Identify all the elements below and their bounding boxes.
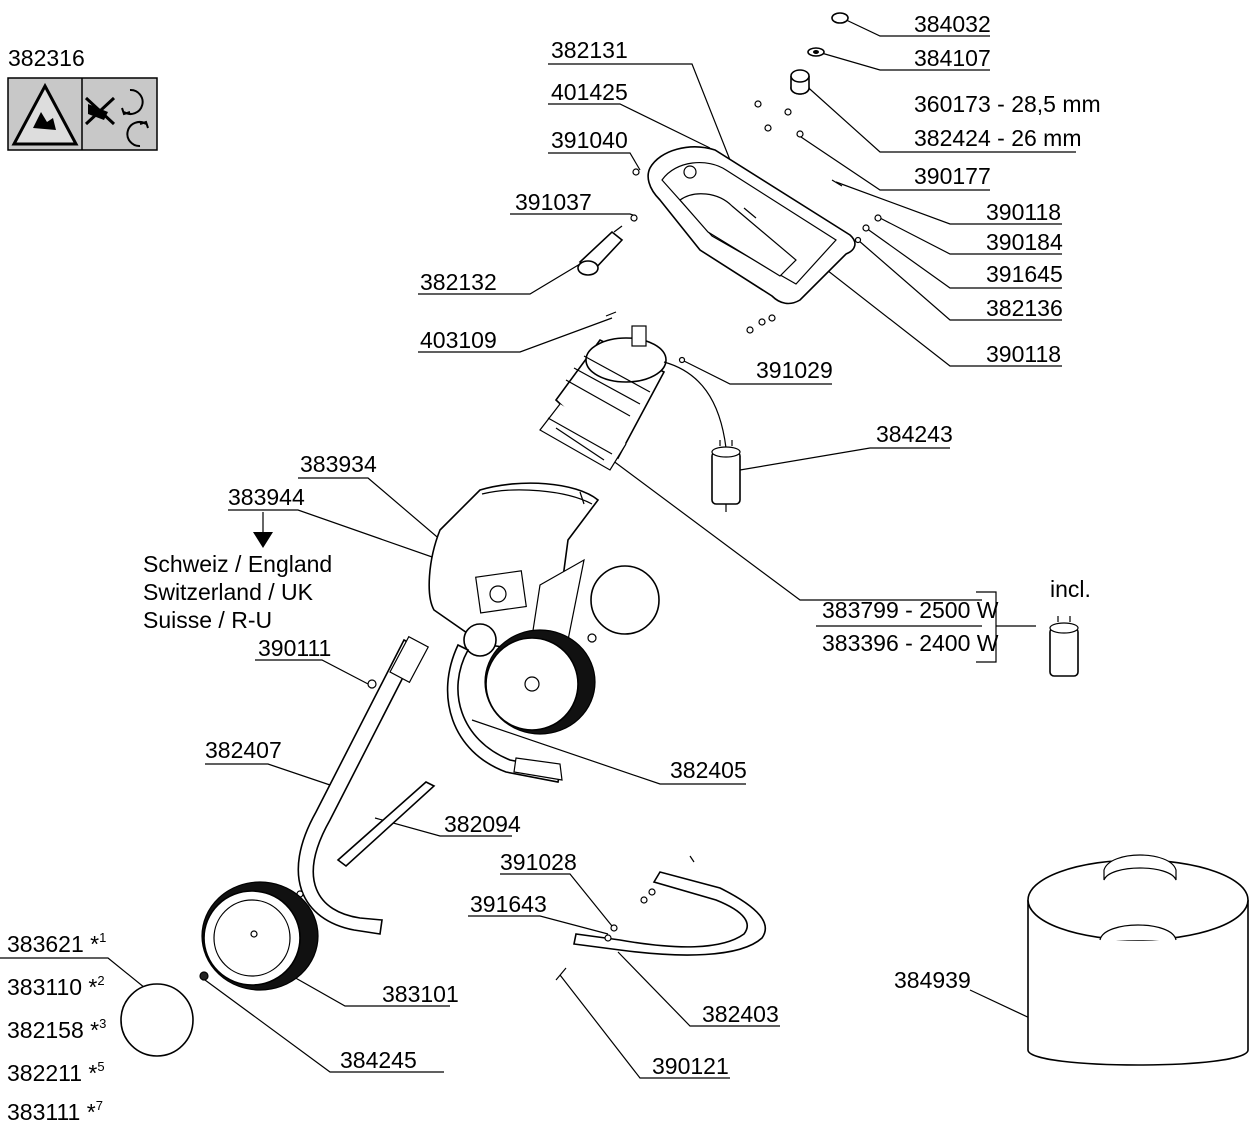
label-390121: 390121	[652, 1053, 729, 1079]
wheel-left	[201, 881, 319, 991]
label-383944: 383944	[228, 484, 305, 510]
label-383934: 383934	[300, 451, 377, 477]
handle-bar-lower	[555, 855, 767, 981]
option-code: 382211 *5	[7, 1059, 105, 1086]
hand-crossed-icon	[84, 96, 116, 126]
label-390118-a: 390118	[986, 199, 1061, 225]
label-403109: 403109	[420, 327, 497, 353]
axle	[336, 781, 436, 868]
label-382094: 382094	[444, 811, 521, 837]
option-code: 382158 *3	[7, 1016, 106, 1043]
option-code: 383621 *1	[7, 930, 106, 957]
down-arrow-icon	[253, 512, 273, 548]
label-390118-b: 390118	[986, 341, 1061, 367]
label-391028: 391028	[500, 849, 577, 875]
label-382424: 382424 - 26 mm	[914, 125, 1081, 151]
option-code: 383111 *7	[7, 1098, 103, 1125]
label-391040: 391040	[551, 127, 628, 153]
label-360173: 360173 - 28,5 mm	[914, 91, 1101, 117]
gear-cover	[647, 146, 856, 305]
frame-housing	[428, 482, 600, 657]
handle-tube	[296, 635, 430, 935]
pinion-gear	[577, 225, 624, 276]
label-383396: 383396 - 2400 W	[822, 630, 999, 656]
included-capacitor	[1049, 616, 1079, 677]
label-382407: 382407	[205, 737, 282, 763]
label-country-1: Schweiz / England	[143, 551, 332, 577]
option-labels: 383621 *1 383110 *2 382158 *3 382211 *5 …	[7, 930, 106, 1125]
small-hardware	[605, 12, 882, 364]
label-384939: 384939	[894, 967, 971, 993]
label-382131: 382131	[551, 37, 628, 63]
bearing-bushing	[790, 69, 810, 95]
warning-sign-icon	[7, 77, 158, 151]
label-382132: 382132	[420, 269, 497, 295]
label-country-3: Suisse / R-U	[143, 607, 272, 633]
label-incl: incl.	[1050, 576, 1091, 602]
capacitor	[711, 440, 741, 512]
option-disc	[120, 983, 194, 1057]
rotation-arrows-icon	[121, 88, 149, 148]
label-382316: 382316	[8, 45, 85, 71]
label-401425: 401425	[551, 79, 628, 105]
label-384245: 384245	[340, 1047, 417, 1073]
wheel-nut	[199, 971, 209, 981]
label-391037: 391037	[515, 189, 592, 215]
label-384107: 384107	[914, 45, 991, 71]
label-390111: 390111	[258, 635, 331, 661]
cover-disc	[590, 565, 660, 635]
label-382403: 382403	[702, 1001, 779, 1027]
label-384032: 384032	[914, 11, 991, 37]
handle-bar-right	[446, 643, 563, 783]
leader-lines	[0, 17, 1076, 1079]
label-391029: 391029	[756, 357, 833, 383]
bucket	[1027, 854, 1249, 1066]
option-code: 383110 *2	[7, 973, 105, 1000]
motor	[539, 325, 727, 471]
label-383101: 383101	[382, 981, 459, 1007]
label-390184: 390184	[986, 229, 1063, 255]
wheel-right	[484, 629, 596, 735]
label-382405: 382405	[670, 757, 747, 783]
label-391645: 391645	[986, 261, 1063, 287]
label-391643: 391643	[470, 891, 547, 917]
part-labels: 384032 384107 360173 - 28,5 mm 382424 - …	[8, 11, 1101, 1079]
label-382136: 382136	[986, 295, 1063, 321]
label-country-2: Switzerland / UK	[143, 579, 314, 605]
label-383799: 383799 - 2500 W	[822, 597, 999, 623]
label-384243: 384243	[876, 421, 953, 447]
label-390177: 390177	[914, 163, 991, 189]
